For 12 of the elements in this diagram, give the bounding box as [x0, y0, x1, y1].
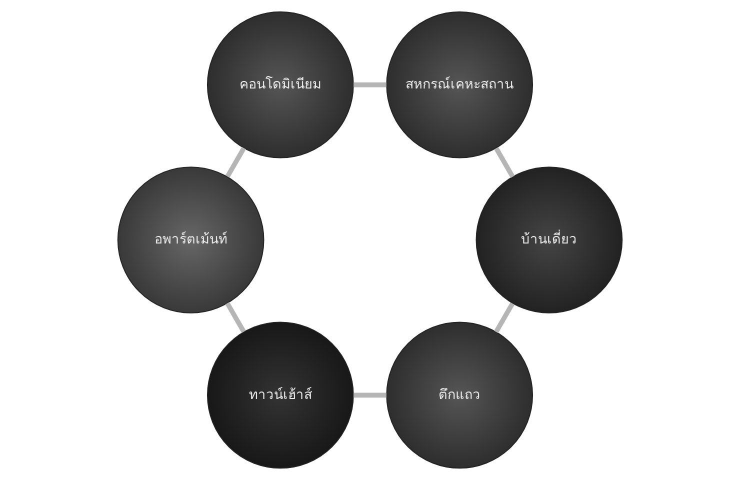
- connector: [494, 302, 515, 334]
- connector: [354, 82, 386, 88]
- connector: [225, 302, 246, 333]
- connector: [494, 147, 515, 178]
- connector: [354, 392, 386, 398]
- node-circle: ตึกแถว: [386, 322, 534, 469]
- node-circle: ทาวน์เฮ้าส์: [206, 322, 354, 469]
- node-circle: คอนโดมิเนียม: [206, 11, 354, 158]
- node-circle: บ้านเดี่ยว: [476, 166, 623, 314]
- connector: [225, 146, 246, 178]
- node-circle: สหกรณ์เคหะสถาน: [386, 11, 534, 158]
- node-circle: อพาร์ตเม้นท์: [117, 166, 264, 314]
